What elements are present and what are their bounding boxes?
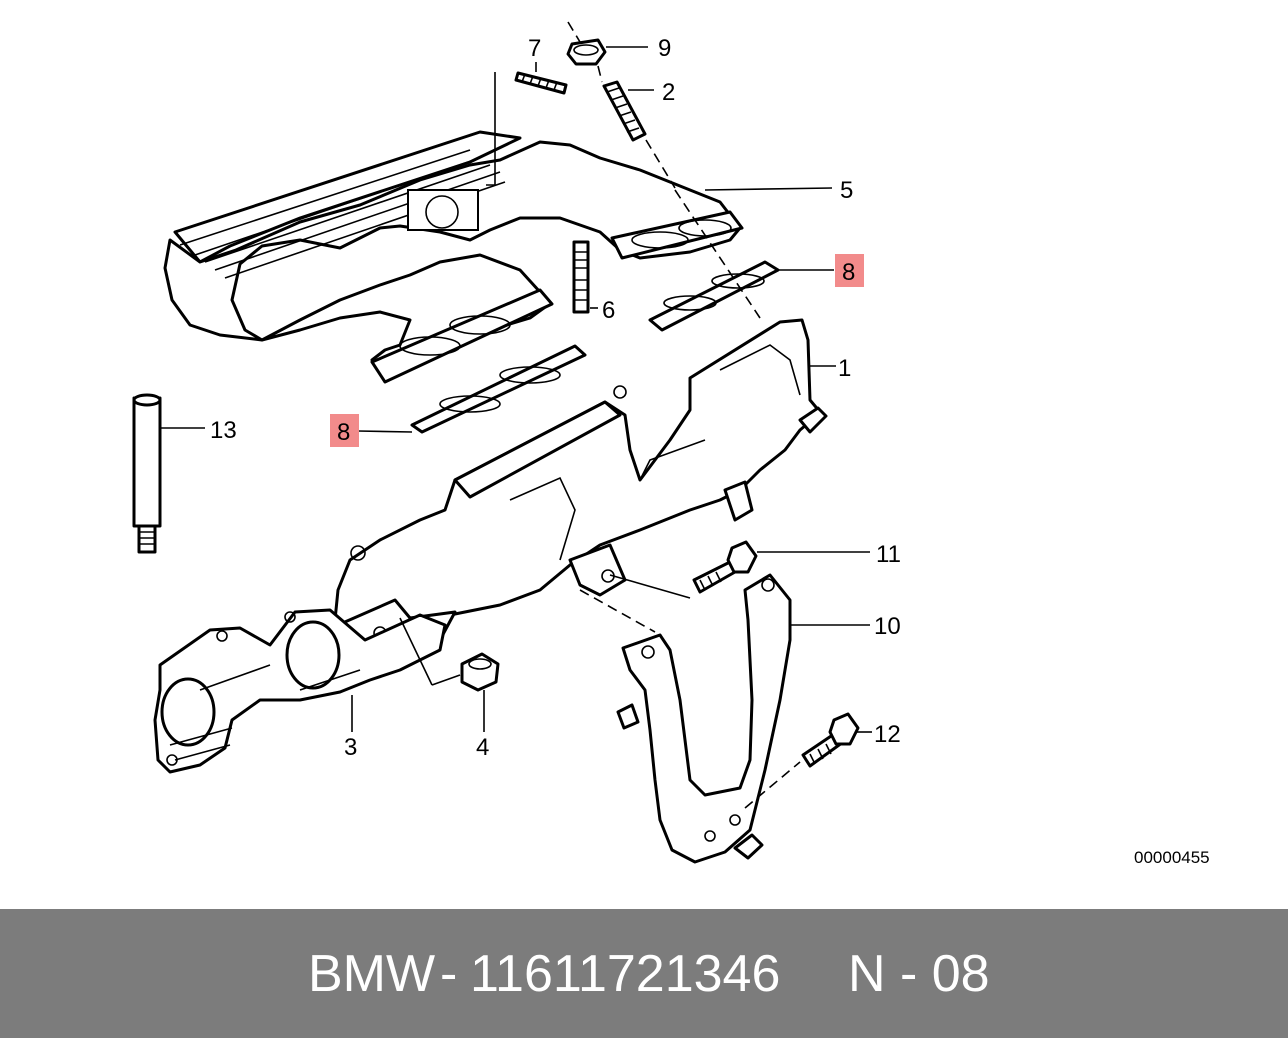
stud-13-drawing [132, 393, 162, 554]
bolt-11-drawing [692, 540, 758, 594]
callout-8-upper-highlight [835, 254, 864, 287]
upper-gasket-drawing [648, 260, 780, 332]
footer-separator: - [440, 945, 458, 1003]
nut-4-drawing [460, 652, 500, 692]
callout-5: 5 [840, 177, 853, 204]
exhaust-gasket-drawing [153, 608, 447, 774]
callout-9: 9 [658, 35, 671, 62]
stud-6-drawing [572, 240, 590, 314]
callout-12: 12 [874, 721, 901, 748]
stud-7-drawing [514, 71, 568, 95]
callout-10: 10 [874, 613, 901, 640]
callout-13: 13 [210, 417, 237, 444]
callout-3: 3 [344, 734, 357, 761]
callout-1: 1 [838, 355, 851, 382]
footer-bar [0, 909, 1288, 1038]
footer-brand: BMW [308, 945, 436, 1003]
callout-8-lower: 8 [337, 419, 350, 446]
callout-11: 11 [876, 541, 901, 568]
assembly-lines [399, 21, 801, 809]
callout-8-upper: 8 [842, 259, 855, 286]
footer-position: N - 08 [848, 945, 990, 1003]
callout-6: 6 [602, 297, 615, 324]
lower-gasket-drawing [410, 344, 587, 434]
diagram-reference-number: 00000455 [1134, 848, 1210, 867]
callout-8-lower-highlight [330, 414, 359, 447]
callout-4: 4 [476, 734, 489, 761]
callout-7: 7 [528, 35, 541, 62]
bolt-12-drawing [801, 712, 860, 768]
intake-manifold-drawing [163, 130, 744, 384]
throttle-bore [425, 195, 459, 229]
callout-2: 2 [662, 79, 675, 106]
bracket-drawing [616, 573, 792, 864]
nut-9-drawing [566, 38, 607, 66]
leader-lines [160, 46, 872, 733]
stud-2-drawing [602, 80, 647, 142]
footer-part-number: 11611721346 [470, 945, 781, 1003]
exhaust-manifold-diagram: 7 9 2 5 8 6 1 13 8 11 10 12 3 4 00000455 [132, 21, 1210, 867]
